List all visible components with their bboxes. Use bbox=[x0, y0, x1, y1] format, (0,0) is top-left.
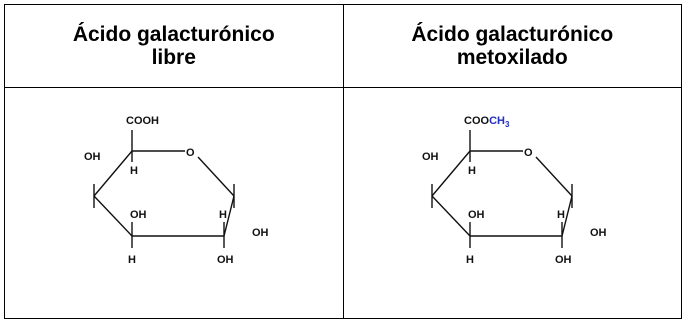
bond-c1-c2 bbox=[561, 195, 573, 237]
h-bottom-label: H bbox=[128, 254, 136, 266]
header-free-acid-line2: libre bbox=[151, 46, 196, 69]
header-methoxylated-line2: metoxilado bbox=[456, 46, 568, 69]
bond-c4-c5 bbox=[93, 150, 133, 197]
header-methoxylated-acid-text: Ácido galacturónico metoxilado bbox=[411, 23, 613, 69]
h-c2-label: H bbox=[557, 209, 565, 221]
substituent-label: COOH bbox=[126, 115, 159, 127]
header-free-acid-line1: Ácido galacturónico bbox=[72, 23, 275, 46]
oh-bottom-label: OH bbox=[555, 254, 572, 266]
ring-bonds bbox=[431, 130, 573, 248]
header-free-acid: Ácido galacturónico libre bbox=[4, 4, 344, 88]
h-c2-label: H bbox=[219, 209, 227, 221]
comparison-table: Ácido galacturónico libre Ácido galactur… bbox=[4, 4, 682, 319]
oh-bottom-label: OH bbox=[217, 254, 234, 266]
ring-bonds bbox=[93, 130, 235, 248]
oh-c3-label: OH bbox=[130, 209, 147, 221]
h-c5-label: H bbox=[130, 165, 138, 177]
bond-c1-c2 bbox=[223, 195, 235, 237]
oh-left-label: OH bbox=[84, 151, 101, 163]
oh-right-label: OH bbox=[590, 227, 607, 239]
oh-left-label: OH bbox=[422, 151, 439, 163]
oh-c3-label: OH bbox=[468, 209, 485, 221]
cell-methoxylated-acid-structure: COOCH3 O OH H OH H OH H OH bbox=[342, 87, 682, 319]
methoxylated-galacturonic-acid-structure: COOCH3 O OH H OH H OH H OH bbox=[422, 115, 607, 266]
substituent-label: COOCH3 bbox=[464, 115, 510, 129]
bond-o-c1 bbox=[535, 156, 573, 197]
ring-oxygen-label: O bbox=[186, 147, 195, 159]
bond-c3-c4 bbox=[93, 195, 133, 237]
oh-right-label: OH bbox=[252, 227, 269, 239]
ring-oxygen-label: O bbox=[524, 147, 533, 159]
bond-c4-c5 bbox=[431, 150, 471, 197]
header-methoxylated-acid: Ácido galacturónico metoxilado bbox=[342, 4, 682, 88]
h-c5-label: H bbox=[468, 165, 476, 177]
cell-free-acid-structure: COOH O OH H OH H OH H OH bbox=[4, 87, 344, 319]
bond-c3-c4 bbox=[431, 195, 471, 237]
bond-o-c1 bbox=[197, 156, 235, 197]
h-bottom-label: H bbox=[466, 254, 474, 266]
header-free-acid-text: Ácido galacturónico libre bbox=[73, 23, 275, 69]
free-galacturonic-acid-structure: COOH O OH H OH H OH H OH bbox=[84, 115, 269, 266]
header-methoxylated-line1: Ácido galacturónico bbox=[411, 23, 614, 46]
